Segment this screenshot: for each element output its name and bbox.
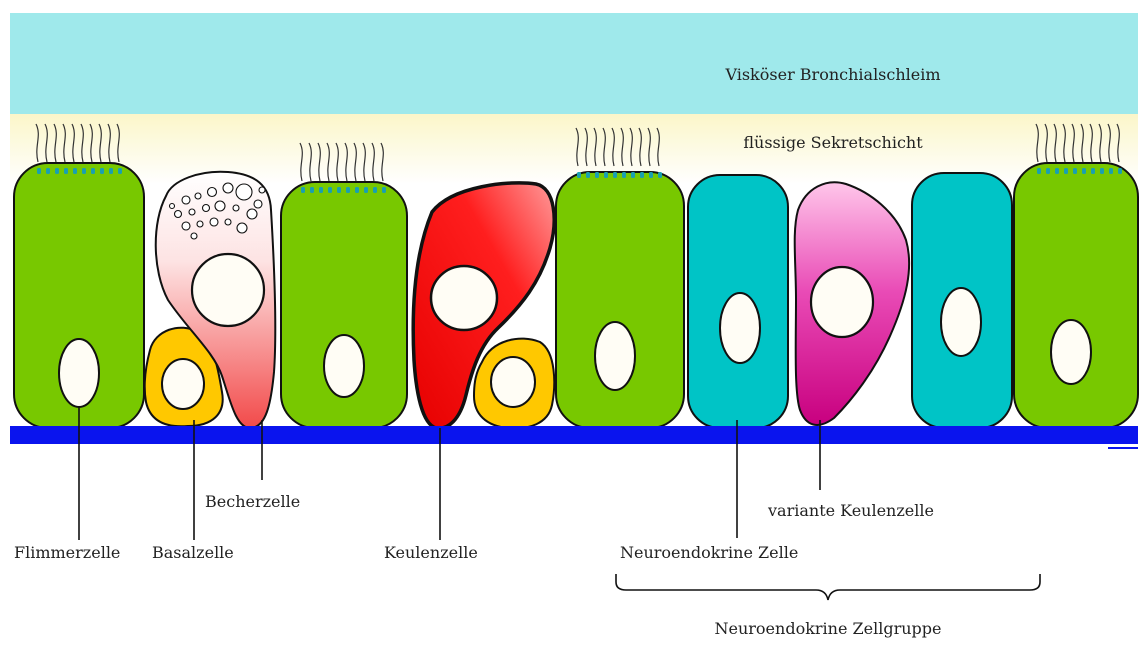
mucus-layer [10,13,1138,114]
label-neuroendokrine-zelle: Neuroendokrine Zelle [620,543,798,562]
ciliated-cell-2 [281,182,407,428]
label-keulenzelle: Keulenzelle [384,543,478,562]
basement-membrane [10,426,1138,444]
mucus-label: Visköser Bronchialschleim [724,65,940,84]
fluid-label: flüssige Sekretschicht [743,133,923,152]
neuroendocrine-cell-1 [688,175,788,428]
ciliated-cell-3 [556,172,684,428]
label-zellgruppe: Neuroendokrine Zellgruppe [715,619,942,638]
variant-club-cell [795,182,909,425]
neuroendocrine-cell-2 [912,173,1012,428]
ciliated-cell-4 [1014,163,1138,428]
label-flimmerzelle: Flimmerzelle [14,543,120,562]
label-becherzelle: Becherzelle [205,492,300,511]
label-basalzelle: Basalzelle [152,543,234,562]
ciliated-cell-1 [14,163,144,428]
basal-cell-2 [474,339,554,429]
label-variante-keulenzelle: variante Keulenzelle [767,501,934,520]
zellgruppe-brace [616,574,1040,600]
